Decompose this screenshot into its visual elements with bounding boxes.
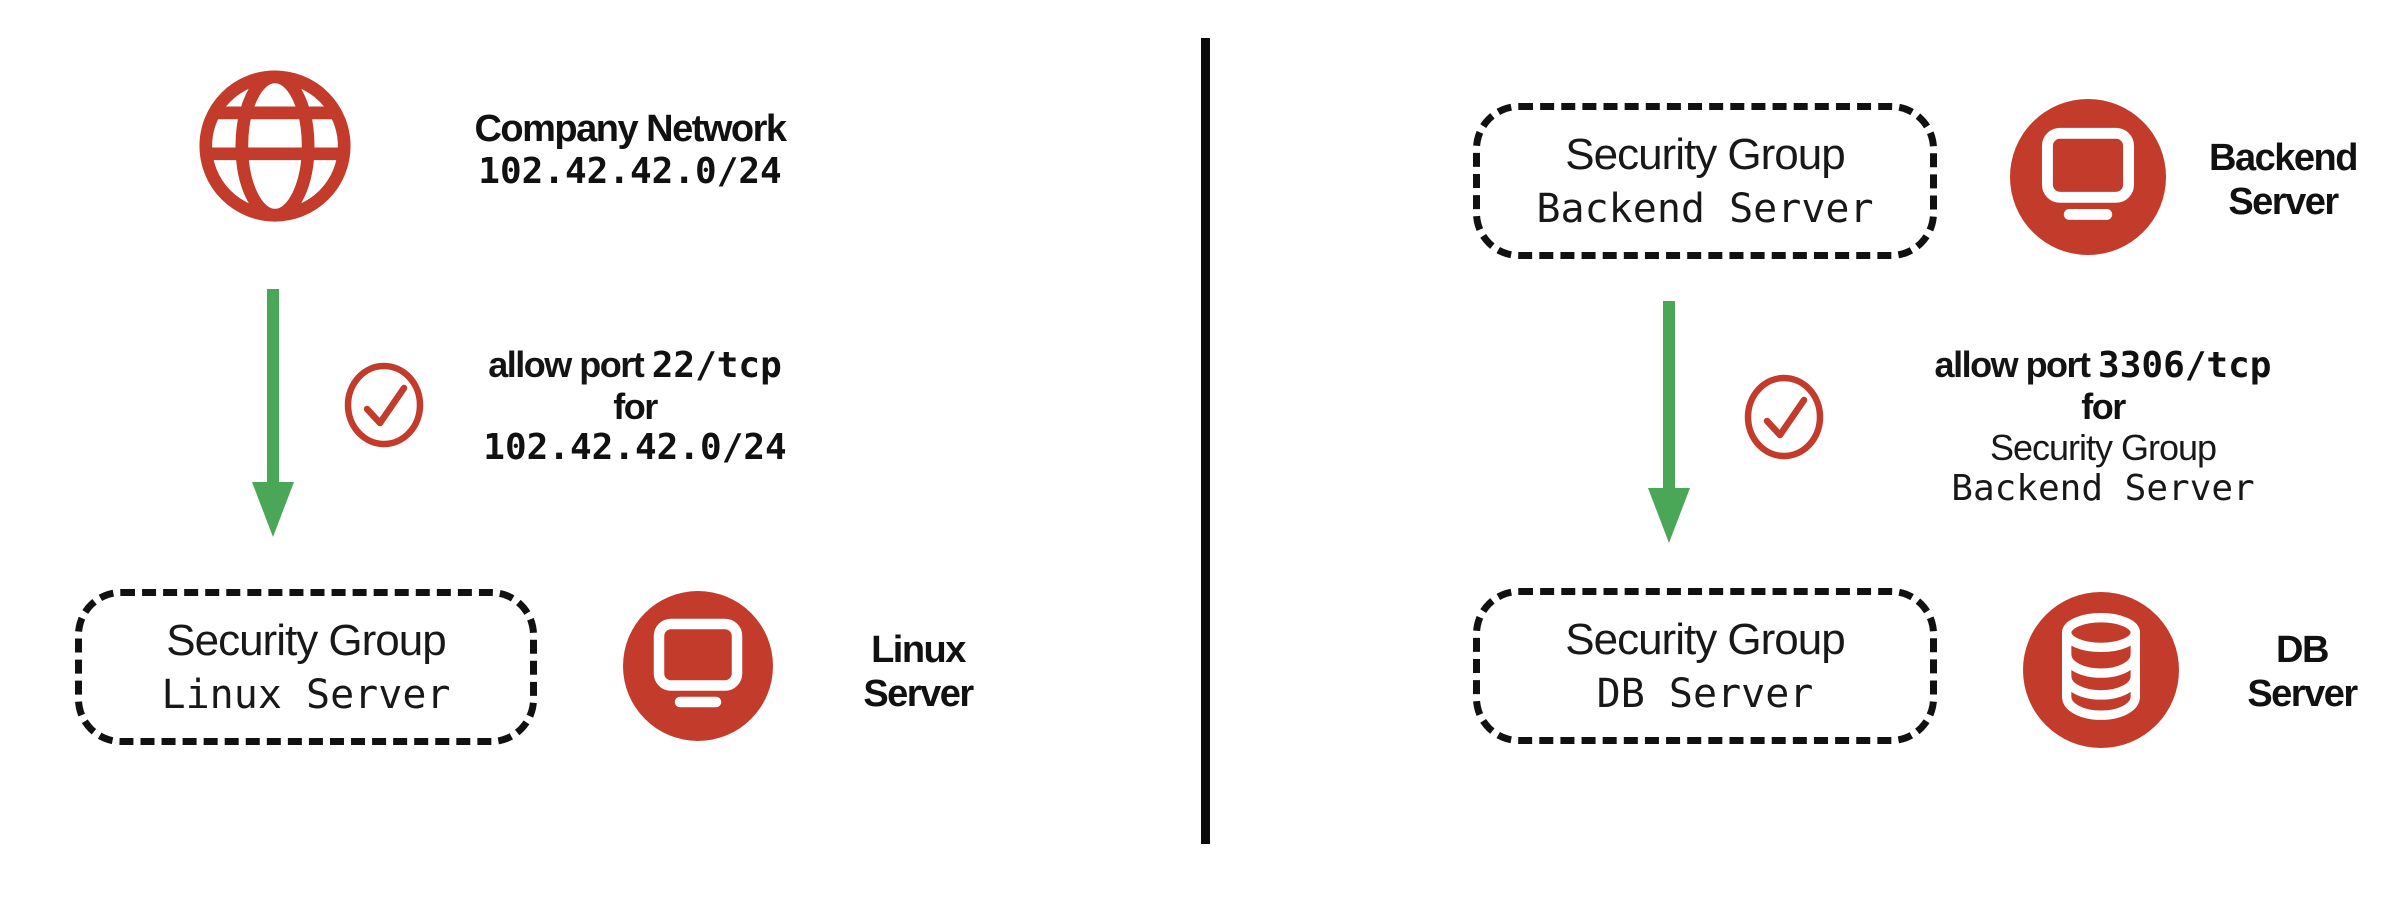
security-group-label: Security Group <box>1565 130 1845 179</box>
linux-server-label-line2: Server <box>863 673 974 715</box>
left-rule-text: allow port 22/tcp for 102.42.42.0/24 <box>460 344 810 468</box>
backend-server-label-line1: Backend <box>2209 137 2358 179</box>
backend-server-label: Backend Server <box>2198 136 2368 224</box>
database-icon <box>2023 592 2179 748</box>
monitor-icon <box>623 591 773 741</box>
panel-divider <box>1201 38 1210 844</box>
security-group-label: Security Group <box>166 616 446 665</box>
security-group-box-linux: Security Group Linux Server <box>75 589 537 745</box>
rule-line-port: allow port 3306/tcp <box>1888 344 2318 386</box>
rule-target-label: Security Group <box>1989 427 2217 468</box>
globe-icon <box>197 68 353 224</box>
rule-for: for <box>613 386 658 427</box>
backend-server-label-line2: Server <box>2228 181 2339 223</box>
company-network-title: Company Network <box>474 108 787 150</box>
rule-target-name: Backend Server <box>1951 468 2255 509</box>
security-group-box-backend: Security Group Backend Server <box>1473 103 1937 259</box>
db-server-label: DB Server <box>2232 628 2372 716</box>
db-server-label-line2: Server <box>2247 673 2358 715</box>
company-network-cidr: 102.42.42.0/24 <box>478 151 782 192</box>
rule-line-port: allow port 22/tcp <box>460 344 810 386</box>
arrow-down-icon <box>1645 298 1693 546</box>
arrow-down-icon <box>249 286 297 540</box>
rule-prefix: allow port <box>1934 344 2099 385</box>
db-server-label-line1: DB <box>2276 629 2329 671</box>
security-group-label: Security Group <box>1565 615 1845 664</box>
check-circle-icon <box>341 362 427 448</box>
rule-target-cidr: 102.42.42.0/24 <box>483 427 787 468</box>
db-server-circle <box>2023 592 2179 748</box>
security-group-box-db: Security Group DB Server <box>1473 588 1937 744</box>
linux-server-label-line1: Linux <box>871 629 966 671</box>
company-network-label: Company Network 102.42.42.0/24 <box>450 106 810 192</box>
security-group-name: Backend Server <box>1536 186 1874 232</box>
security-group-name: Linux Server <box>161 672 451 718</box>
rule-port: 22/tcp <box>651 345 782 386</box>
monitor-icon <box>2010 99 2166 255</box>
linux-server-label: Linux Server <box>843 628 993 716</box>
rule-for: for <box>2081 386 2126 427</box>
linux-server-circle <box>623 591 773 741</box>
rule-port: 3306/tcp <box>2098 345 2272 386</box>
backend-server-circle <box>2010 99 2166 255</box>
security-group-name: DB Server <box>1596 671 1814 717</box>
right-rule-text: allow port 3306/tcp for Security Group B… <box>1888 344 2318 509</box>
rule-prefix: allow port <box>488 344 652 385</box>
check-circle-icon <box>1741 374 1827 460</box>
